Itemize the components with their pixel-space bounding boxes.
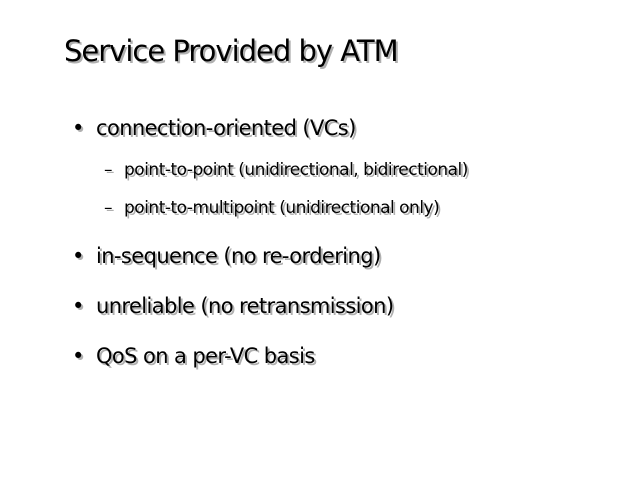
slide-title: Service Provided by ATM bbox=[64, 34, 399, 68]
sub-bullet-text: point-to-multipoint (unidirectional only… bbox=[124, 198, 440, 218]
bullet-item: • QoS on a per-VC basis bbox=[72, 344, 315, 368]
bullet-item: • connection-oriented (VCs) bbox=[72, 116, 356, 140]
bullet-text: connection-oriented (VCs) bbox=[96, 116, 356, 140]
sub-bullet-item: –point-to-multipoint (unidirectional onl… bbox=[104, 198, 440, 218]
bullet-text: in-sequence (no re-ordering) bbox=[96, 244, 381, 268]
bullet-text: unreliable (no retransmission) bbox=[96, 294, 394, 318]
dash-icon: – bbox=[104, 198, 113, 218]
sub-bullet-text: point-to-point (unidirectional, bidirect… bbox=[124, 160, 468, 180]
bullet-text: QoS on a per-VC basis bbox=[96, 344, 315, 368]
bullet-icon: • bbox=[72, 344, 84, 368]
bullet-icon: • bbox=[72, 244, 84, 268]
bullet-item: • unreliable (no retransmission) bbox=[72, 294, 394, 318]
bullet-item: • in-sequence (no re-ordering) bbox=[72, 244, 381, 268]
bullet-icon: • bbox=[72, 116, 84, 140]
dash-icon: – bbox=[104, 160, 113, 180]
sub-bullet-item: –point-to-point (unidirectional, bidirec… bbox=[104, 160, 468, 180]
bullet-icon: • bbox=[72, 294, 84, 318]
